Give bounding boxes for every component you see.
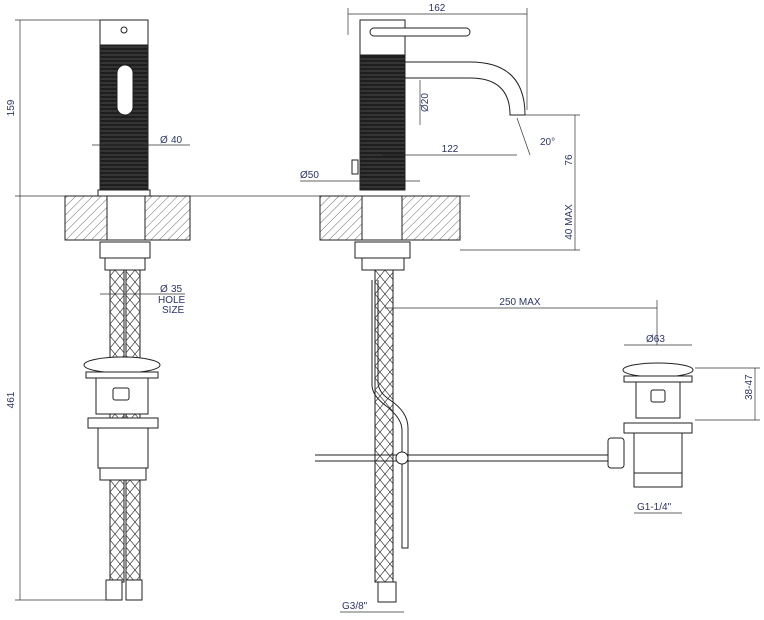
- dim-122: 122: [442, 144, 459, 155]
- dia-symbol: Ø: [160, 284, 168, 295]
- size-label: SIZE: [162, 305, 185, 316]
- aerator-slot: [116, 64, 134, 116]
- front-view: 159 461 Ø 40 Ø 35 HOLE SIZE: [6, 19, 470, 601]
- waste-plug-front: [83, 356, 161, 481]
- dim-g1-1-4: G1-1/4": [637, 502, 672, 513]
- dim-461: 461: [6, 391, 17, 408]
- dia-symbol: Ø: [160, 135, 168, 146]
- dim-38-47: 38-47: [744, 374, 755, 400]
- dim-dia-40: 40: [171, 135, 183, 146]
- hole-label: HOLE: [158, 295, 186, 306]
- dim-250-max: 250 MAX: [499, 297, 540, 308]
- dim-angle: 20°: [540, 137, 555, 148]
- dim-dia-50: Ø50: [300, 170, 319, 181]
- dim-76: 76: [564, 154, 575, 166]
- side-view: 162 Ø20 122 20° 76 40 MAX Ø50 G3/8" 250 …: [300, 3, 658, 613]
- dim-dia-35: 35: [171, 284, 183, 295]
- lever: [369, 27, 471, 37]
- waste-assembly: Ø63 38-47 G1-1/4": [607, 334, 760, 514]
- dim-dia-63: Ø63: [646, 334, 665, 345]
- dim-159: 159: [6, 99, 17, 116]
- dim-40-max: 40 MAX: [564, 204, 575, 240]
- dim-g3-8: G3/8": [342, 601, 368, 612]
- dim-162: 162: [429, 3, 446, 14]
- dim-dia-20: Ø20: [420, 93, 431, 112]
